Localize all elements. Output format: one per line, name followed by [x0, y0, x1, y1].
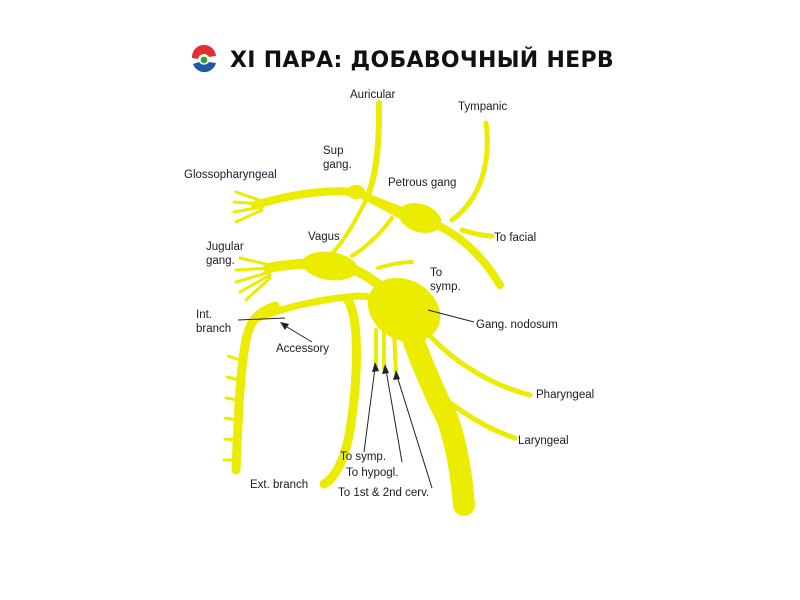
nerve-glossopharyngeal — [251, 187, 504, 289]
arrow-to-hypogl — [382, 364, 389, 374]
logo-icon — [190, 44, 218, 74]
label-sup-gang-line1: Sup — [323, 145, 343, 157]
label-int-branch-line1: Int. — [196, 309, 212, 321]
label-to-symp-lower: To symp. — [340, 451, 386, 463]
nerve-pharyngeal — [422, 327, 533, 398]
labels: Auricular Tympanic Sup gang. Glossophary… — [184, 89, 594, 499]
sup-ganglion — [347, 185, 365, 199]
label-to-symp-upper-line2: symp. — [430, 281, 461, 293]
label-petrous-gang: Petrous gang — [388, 177, 456, 189]
label-to-cerv: To 1st & 2nd cerv. — [338, 487, 429, 499]
arrow-to-symp-lower — [372, 362, 379, 372]
label-jugular-gang-line2: gang. — [206, 255, 235, 267]
arrow-accessory — [280, 322, 289, 330]
label-to-facial: To facial — [494, 232, 536, 244]
label-pharyngeal: Pharyngeal — [536, 389, 594, 401]
nerve-to-symp-upper — [376, 260, 414, 270]
nerve-external-branch — [319, 295, 361, 489]
nerve-small-filaments — [374, 326, 398, 374]
arrow-to-cerv — [393, 370, 400, 380]
page-title: XI ПАРА: ДОБАВОЧНЫЙ НЕРВ — [230, 47, 615, 73]
leader-to-symp-lower — [363, 367, 376, 453]
ganglia — [302, 185, 442, 343]
label-to-hypogl: To hypogl. — [346, 467, 398, 479]
gang-nodosum — [367, 277, 441, 343]
label-laryngeal: Laryngeal — [518, 435, 569, 447]
petrous-ganglion — [398, 203, 442, 233]
label-to-symp-upper-line1: To — [430, 267, 442, 279]
label-glossopharyngeal: Glossopharyngeal — [184, 169, 277, 181]
nerve-auricular — [363, 100, 382, 203]
jugular-ganglion — [302, 251, 358, 281]
logo-bottom-segment — [193, 62, 216, 73]
vagus-rootlets — [234, 256, 272, 302]
logo-center-dot — [200, 56, 208, 64]
label-vagus: Vagus — [308, 231, 340, 243]
nerve-accessory-spinal-root — [231, 301, 280, 475]
spinal-rootlets — [222, 354, 242, 462]
glossopharyngeal-rootlets — [232, 190, 264, 224]
label-tympanic: Tympanic — [458, 101, 507, 113]
label-sup-gang-line2: gang. — [323, 159, 352, 171]
label-auricular: Auricular — [350, 89, 396, 101]
label-accessory: Accessory — [276, 343, 329, 355]
label-gang-nodosum: Gang. nodosum — [476, 319, 558, 331]
nerve-to-facial — [459, 227, 495, 239]
title-bar: XI ПАРА: ДОБАВОЧНЫЙ НЕРВ — [188, 44, 614, 76]
logo-top-segment — [191, 44, 216, 59]
nerve-tympanic — [449, 120, 490, 223]
leader-int-branch — [237, 317, 286, 321]
nerve-laryngeal — [437, 392, 518, 441]
leader-lines — [237, 309, 475, 489]
leader-gang-nodosum — [427, 309, 475, 323]
leader-to-hypogl — [385, 369, 403, 463]
label-int-branch-line2: branch — [196, 323, 231, 335]
leader-to-cerv — [396, 375, 433, 489]
nerve-connectors — [328, 194, 412, 258]
label-ext-branch: Ext. branch — [250, 479, 308, 491]
label-jugular-gang-line1: Jugular — [206, 241, 244, 253]
